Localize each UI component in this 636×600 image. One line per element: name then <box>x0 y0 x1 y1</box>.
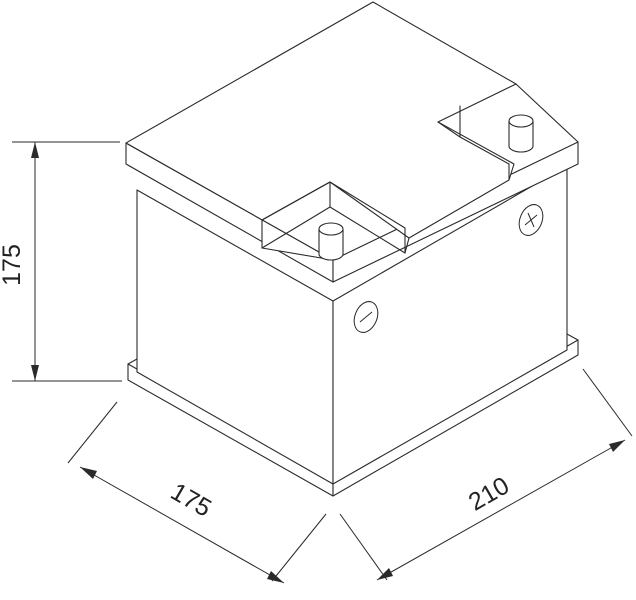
battery-side-face <box>332 165 568 485</box>
negative-terminal <box>318 222 344 261</box>
plus-symbol <box>518 204 544 236</box>
height-label: 175 <box>0 244 26 286</box>
length-label: 210 <box>464 472 514 517</box>
height-dimension: 175 <box>0 141 122 382</box>
battery-lid <box>125 1 579 283</box>
lid-top <box>125 1 517 261</box>
positive-terminal <box>508 114 534 153</box>
battery-body <box>136 165 568 485</box>
minus-symbol <box>353 301 379 333</box>
width-label: 175 <box>166 478 216 523</box>
